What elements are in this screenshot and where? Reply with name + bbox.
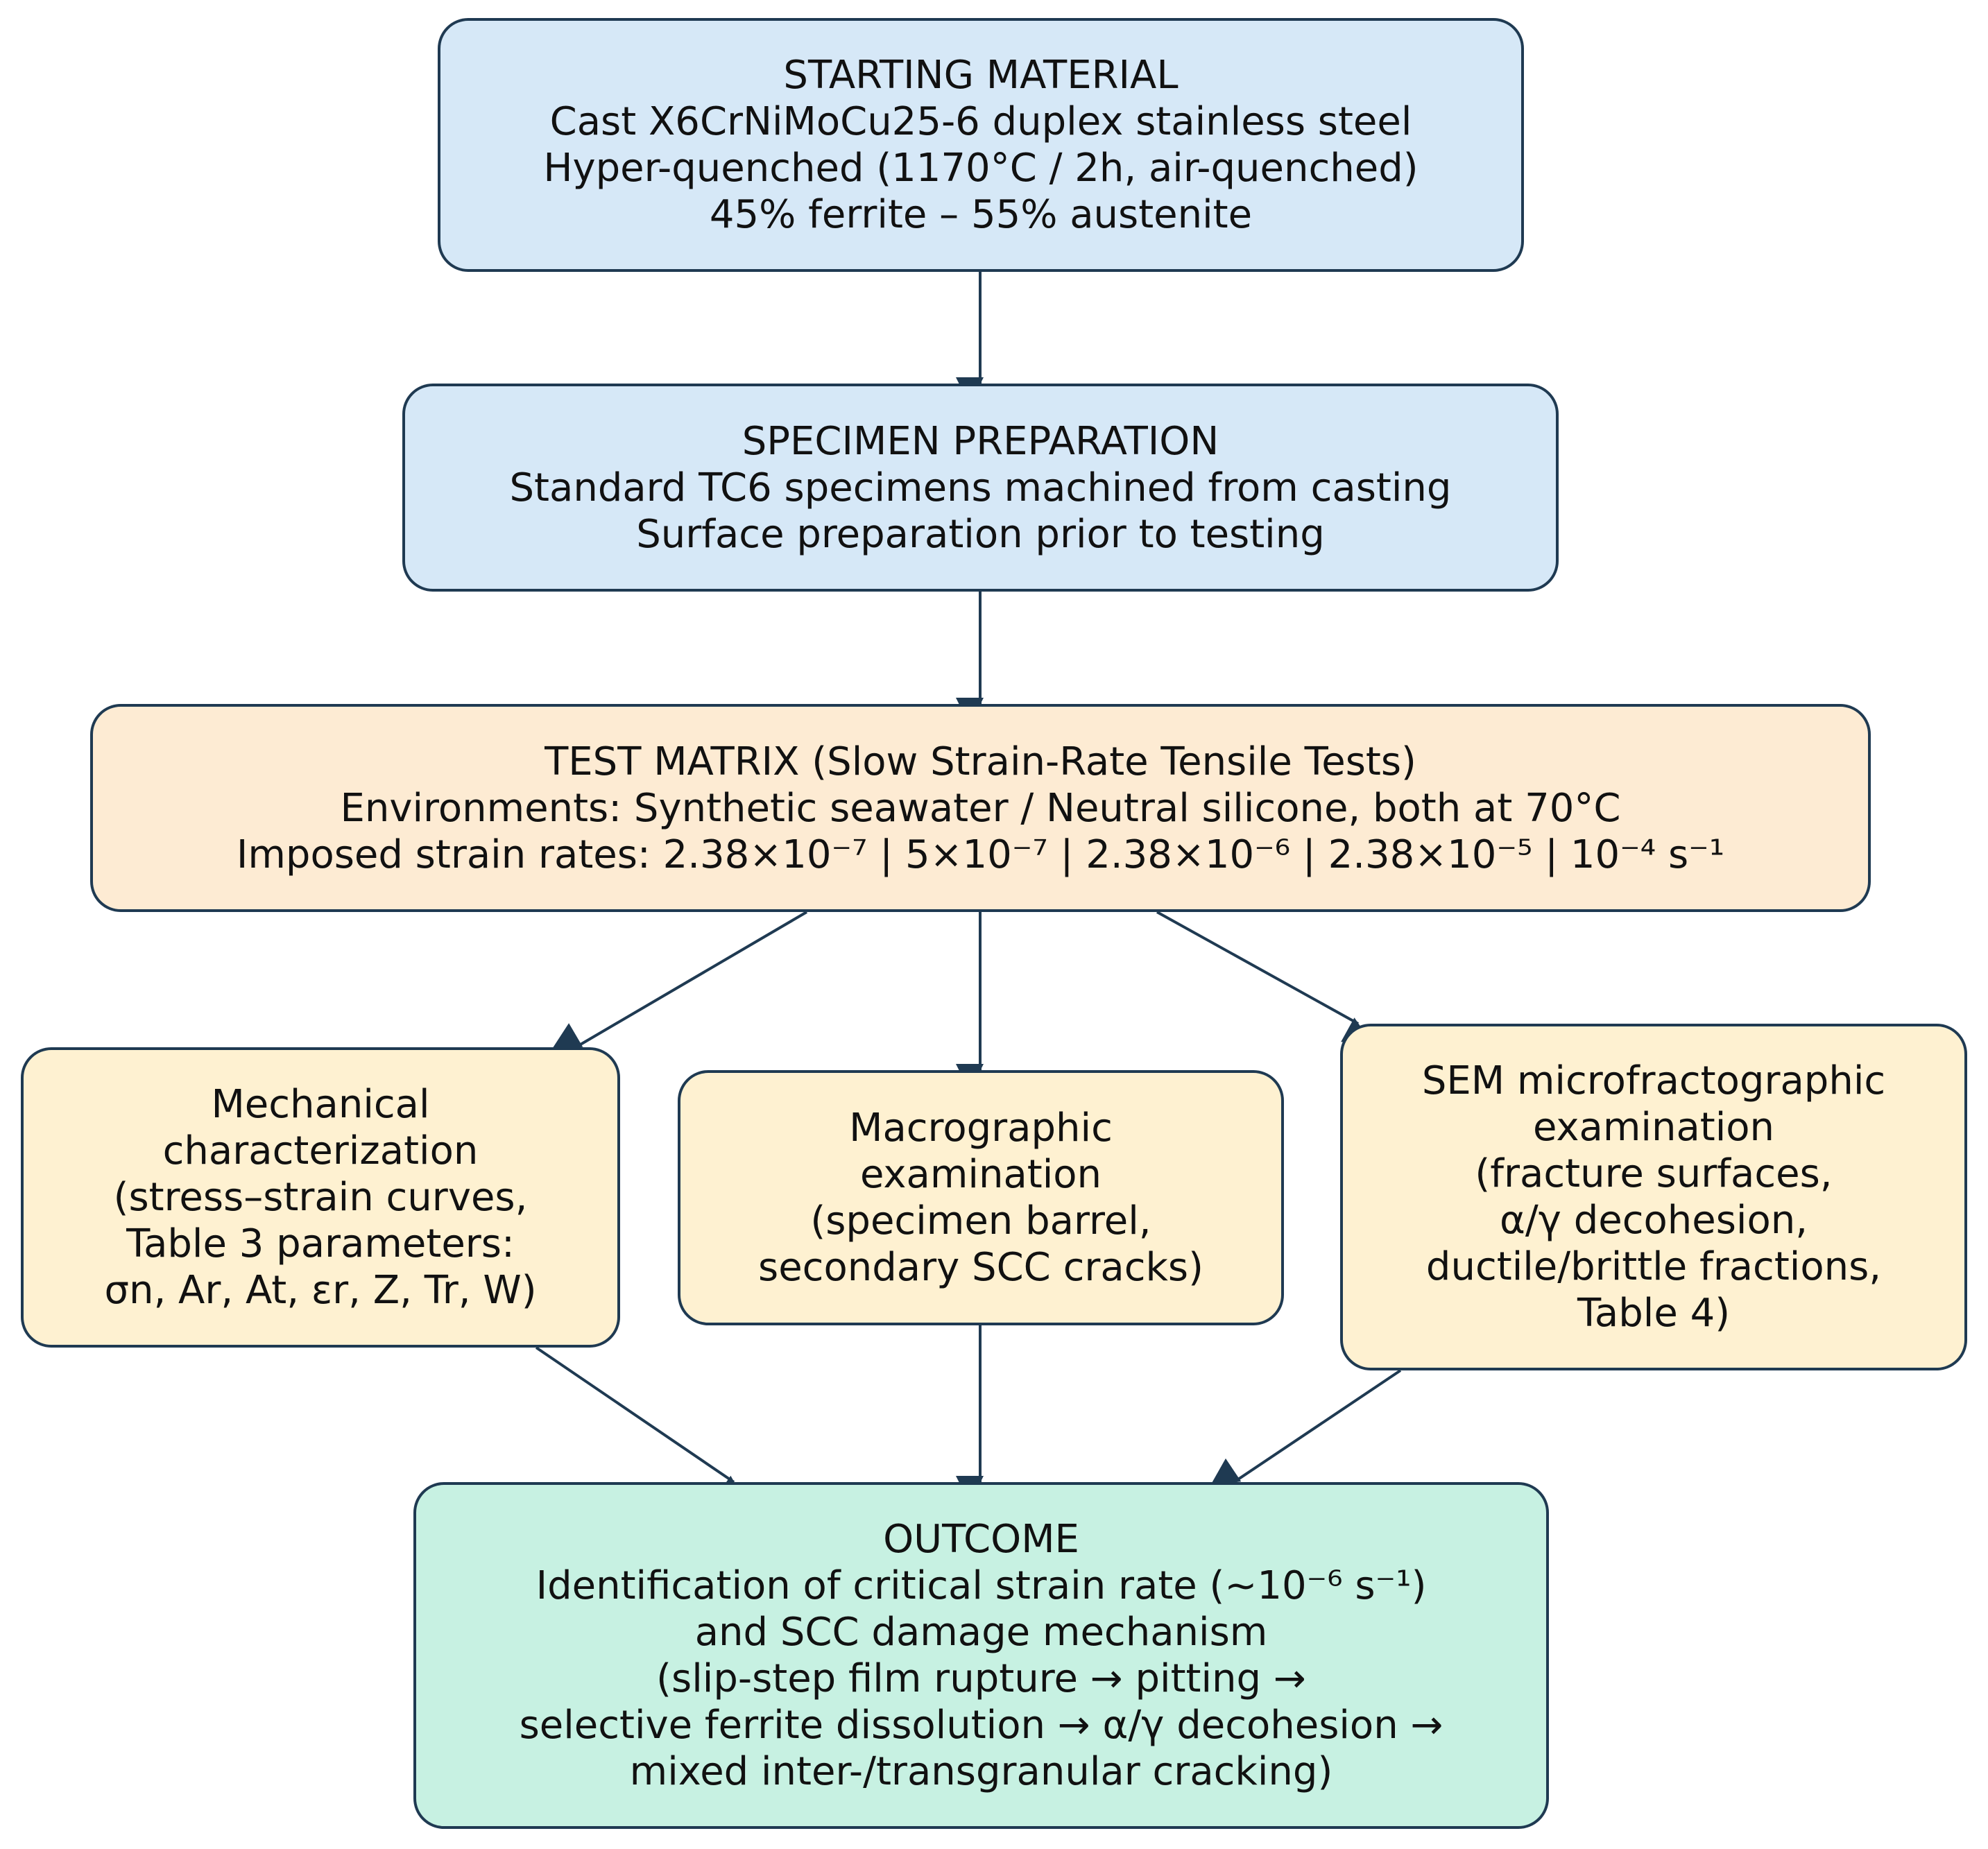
- specimen-preparation-box: SPECIMEN PREPARATION Standard TC6 specim…: [402, 384, 1559, 592]
- arrow-matrix-to-mechanical: [551, 911, 808, 1049]
- outcome-line-5: selective ferrite dissolution → α/γ deco…: [519, 1703, 1443, 1748]
- specimen-preparation-specimens: Standard TC6 specimens machined from cas…: [509, 465, 1452, 510]
- starting-material-box: STARTING MATERIAL Cast X6CrNiMoCu25-6 du…: [438, 18, 1524, 272]
- mechanical-line-4: Table 3 parameters:: [126, 1221, 515, 1266]
- sem-examination-box: SEM microfractographic examination (frac…: [1340, 1024, 1967, 1370]
- macrographic-line-1: Macrographic: [849, 1106, 1113, 1151]
- macrographic-line-2: examination: [859, 1152, 1102, 1197]
- starting-material-treatment: Hyper-quenched (1170°C / 2h, air-quenche…: [543, 146, 1419, 191]
- specimen-preparation-surface: Surface preparation prior to testing: [636, 511, 1325, 557]
- mechanical-line-5: σn, Ar, At, εr, Z, Tr, W): [104, 1268, 537, 1313]
- arrow-matrix-to-sem: [1156, 911, 1372, 1044]
- specimen-preparation-title: SPECIMEN PREPARATION: [742, 418, 1219, 464]
- sem-line-2: examination: [1532, 1105, 1775, 1150]
- outcome-box: OUTCOME Identification of critical strai…: [413, 1482, 1549, 1829]
- outcome-line-6: mixed inter-/transgranular cracking): [629, 1749, 1333, 1794]
- outcome-title: OUTCOME: [883, 1517, 1079, 1562]
- sem-line-5: ductile/brittle fractions,: [1425, 1244, 1882, 1289]
- macrographic-examination-box: Macrographic examination (specimen barre…: [678, 1070, 1284, 1325]
- sem-line-4: α/γ decohesion,: [1499, 1198, 1808, 1243]
- test-matrix-box: TEST MATRIX (Slow Strain-Rate Tensile Te…: [90, 704, 1871, 912]
- test-matrix-environments: Environments: Synthetic seawater / Neutr…: [340, 785, 1621, 831]
- arrow-mechanical-to-outcome: [535, 1346, 746, 1503]
- starting-material-alloy: Cast X6CrNiMoCu25-6 duplex stainless ste…: [549, 99, 1412, 144]
- mechanical-characterization-box: Mechanical characterization (stress–stra…: [21, 1047, 620, 1348]
- sem-line-1: SEM microfractographic: [1421, 1058, 1886, 1103]
- mechanical-line-2: characterization: [162, 1128, 479, 1173]
- outcome-line-2: Identification of critical strain rate (…: [535, 1563, 1427, 1608]
- starting-material-title: STARTING MATERIAL: [783, 53, 1179, 98]
- arrow-sem-to-outcome: [1210, 1369, 1402, 1486]
- test-matrix-title: TEST MATRIX (Slow Strain-Rate Tensile Te…: [545, 739, 1416, 784]
- sem-line-3: (fracture surfaces,: [1475, 1151, 1833, 1196]
- macrographic-line-3: (specimen barrel,: [810, 1198, 1151, 1244]
- mechanical-line-3: (stress–strain curves,: [113, 1175, 528, 1220]
- sem-line-6: Table 4): [1577, 1291, 1731, 1336]
- outcome-line-3: and SCC damage mechanism: [694, 1610, 1268, 1655]
- macrographic-line-4: secondary SCC cracks): [758, 1245, 1203, 1290]
- mechanical-line-1: Mechanical: [211, 1082, 430, 1127]
- starting-material-phases: 45% ferrite – 55% austenite: [709, 192, 1253, 237]
- outcome-line-4: (slip-step film rupture → pitting →: [656, 1656, 1306, 1701]
- test-matrix-strain-rates: Imposed strain rates: 2.38×10⁻⁷ | 5×10⁻⁷…: [236, 832, 1725, 877]
